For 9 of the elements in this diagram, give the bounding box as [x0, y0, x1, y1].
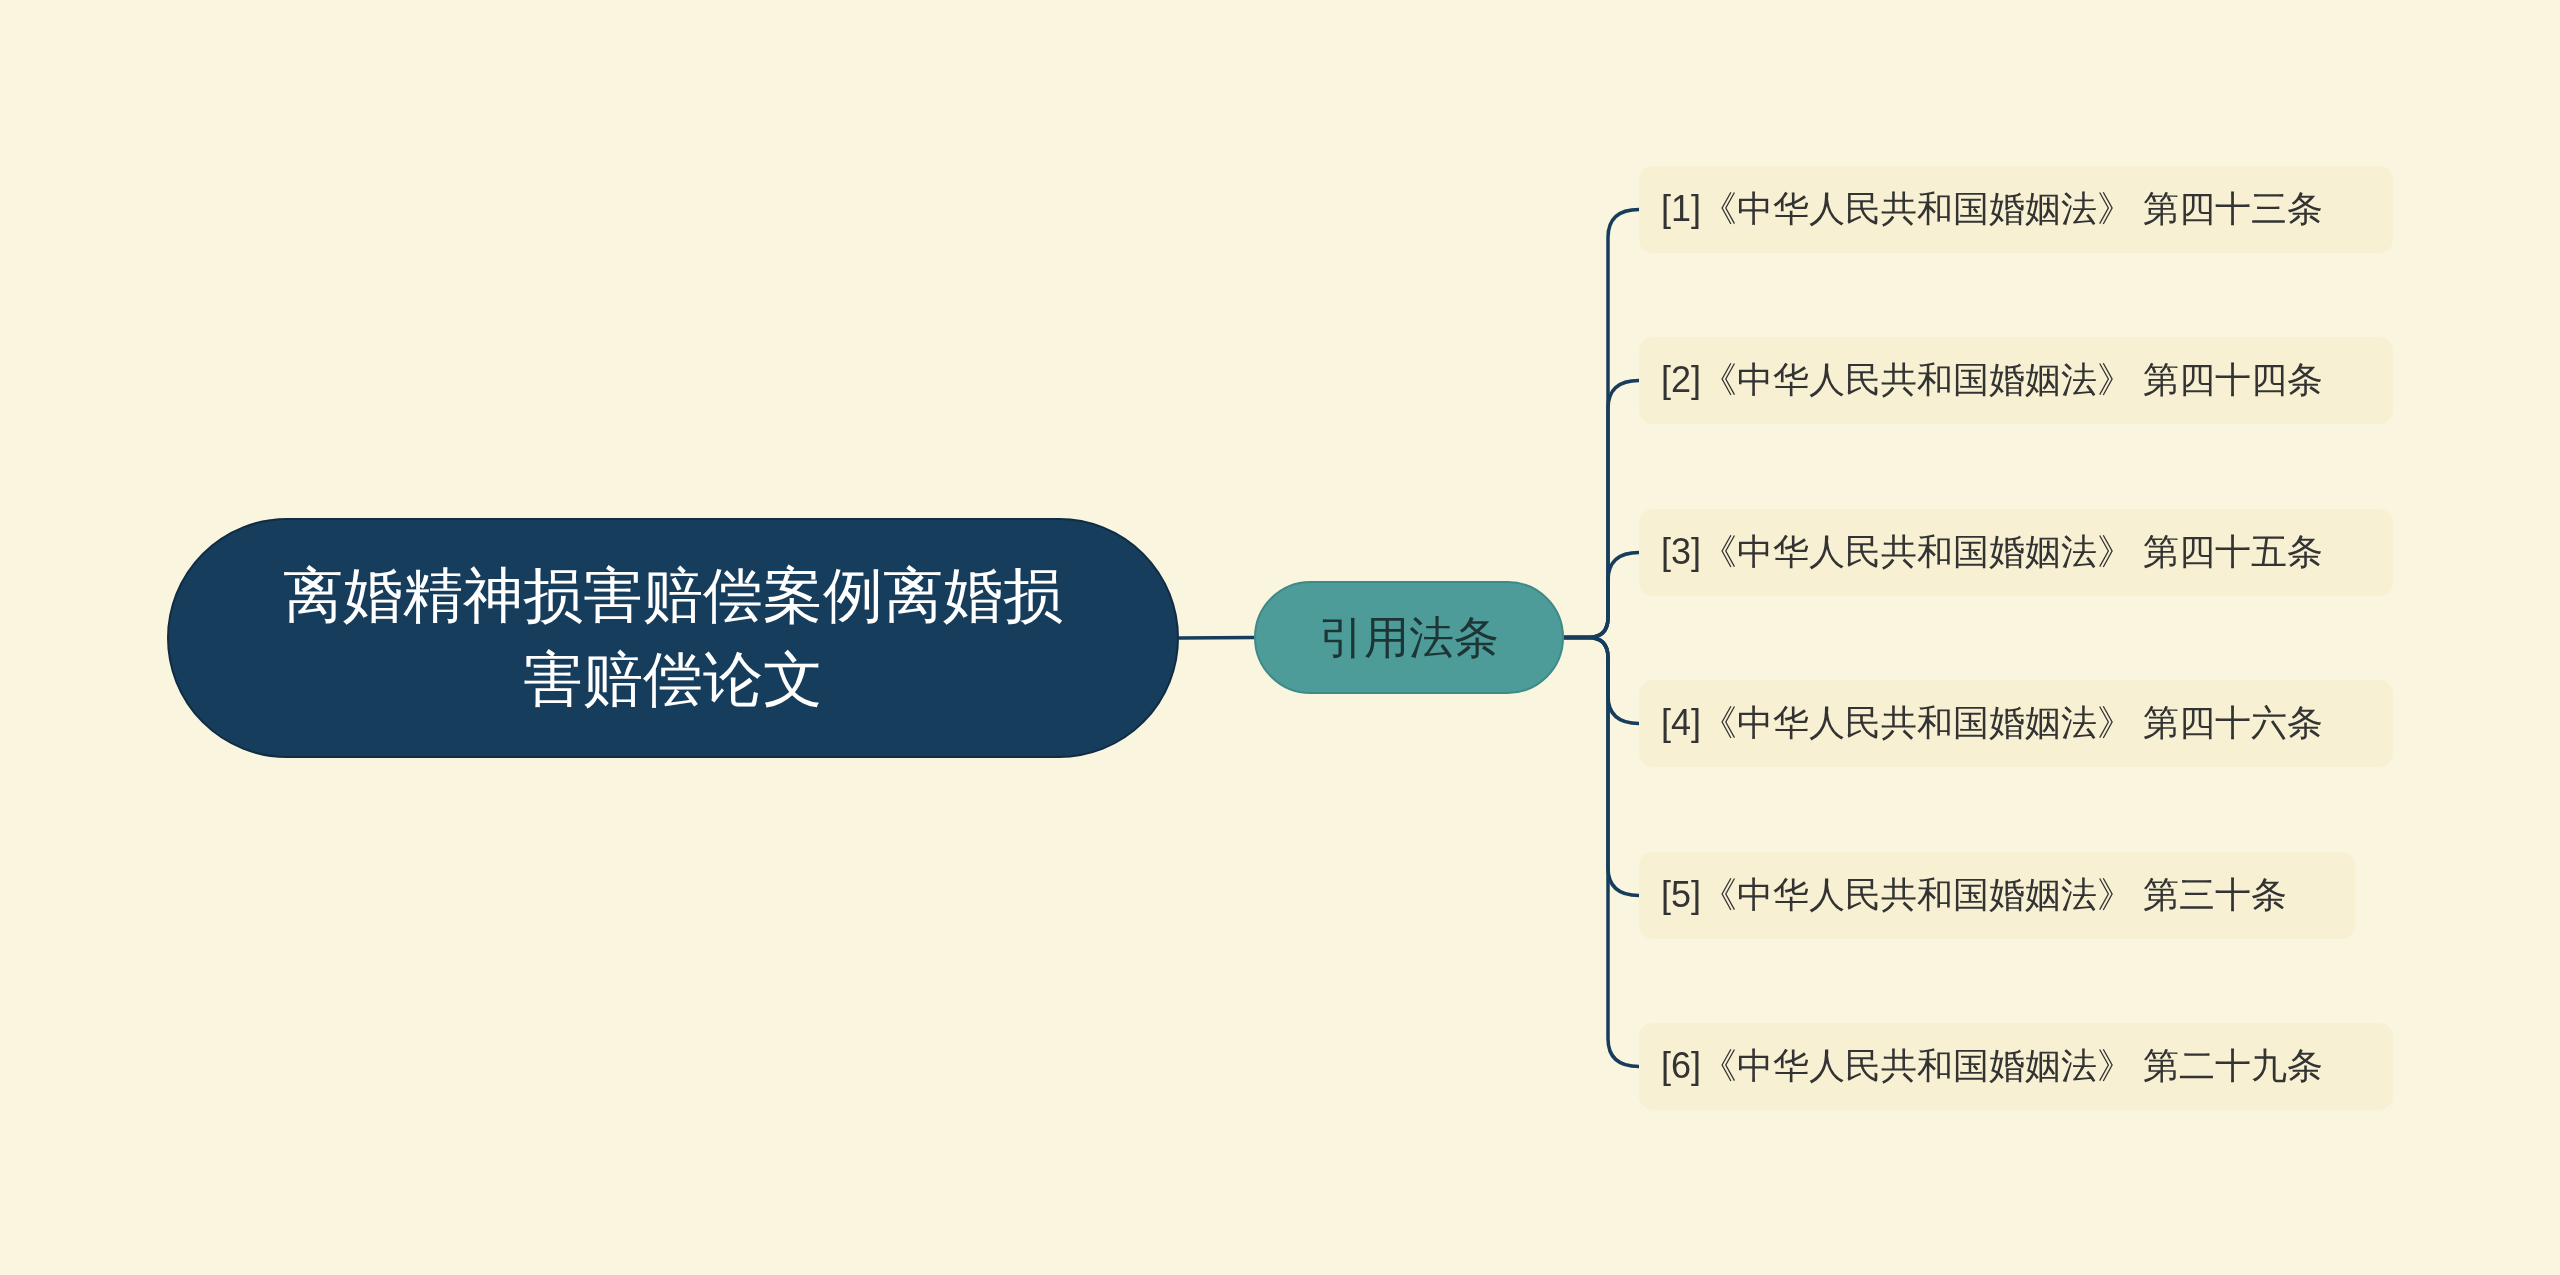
root-topic: 离婚精神损害赔偿案例离婚损害赔偿论文	[167, 518, 1179, 758]
branch-topic: 引用法条	[1254, 581, 1564, 694]
leaf-topic: [5]《中华人民共和国婚姻法》 第三十条	[1639, 852, 2355, 939]
leaf-topic: [2]《中华人民共和国婚姻法》 第四十四条	[1639, 337, 2393, 424]
leaf-topic: [1]《中华人民共和国婚姻法》 第四十三条	[1639, 166, 2393, 253]
connector-line	[1179, 635, 1254, 640]
leaf-topic: [6]《中华人民共和国婚姻法》 第二十九条	[1639, 1023, 2393, 1110]
leaf-topic: [4]《中华人民共和国婚姻法》 第四十六条	[1639, 680, 2393, 767]
leaf-topic: [3]《中华人民共和国婚姻法》 第四十五条	[1639, 509, 2393, 596]
